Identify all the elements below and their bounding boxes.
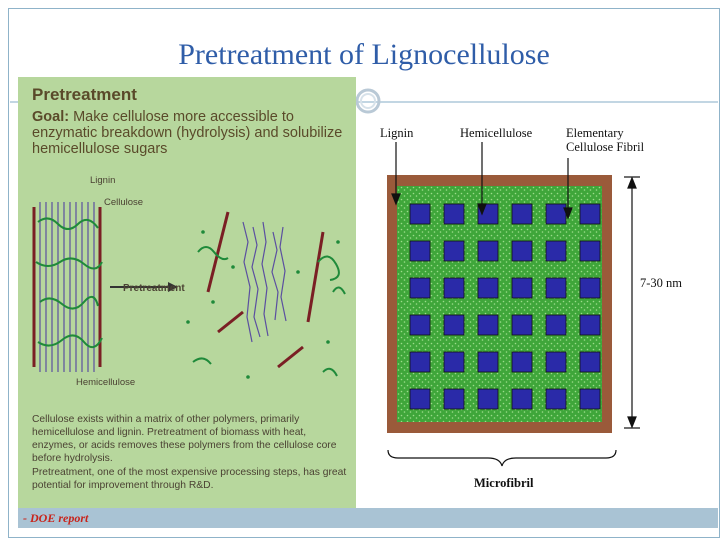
label-elementary-fibril: Elementary Cellulose Fibril [566,126,645,154]
cellulose-fibril [511,388,533,410]
cellulose-fibril [477,388,499,410]
cellulose-fibril [409,240,431,262]
cellulose-fibril-grid [409,203,601,410]
cellulose-fibril [579,277,601,299]
cellulose-fibril [477,277,499,299]
goal-description: Make cellulose more accessible to enzyma… [32,109,343,157]
goal-text: Goal: Make cellulose more accessible to … [32,109,352,157]
pretreatment-panel: Pretreatment Goal: Make cellulose more a… [18,77,356,508]
cellulose-fibril [409,203,431,225]
slide-frame [8,8,720,538]
cellulose-fibril [579,388,601,410]
label-lignin: Lignin [90,175,116,186]
cellulose-fibril [409,277,431,299]
cellulose-fibril [443,388,465,410]
cellulose-fibril [579,314,601,336]
cellulose-fibril [477,351,499,373]
cellulose-fibril [511,277,533,299]
cellulose-fibril [579,203,601,225]
label-lignin-right: Lignin [380,126,414,140]
cellulose-fibril [443,314,465,336]
panel-heading: Pretreatment [32,85,137,104]
microfibril-brace [387,449,617,467]
cellulose-fibril [409,388,431,410]
source-bar: - DOE report [18,508,718,528]
cellulose-fibril [545,277,567,299]
cellulose-fibril [443,351,465,373]
cellulose-fibril [443,277,465,299]
cellulose-fibril [409,314,431,336]
cellulose-fibril [511,203,533,225]
cellulose-fibril [545,240,567,262]
pretreatment-illustration [32,202,346,379]
panel-body-2: Pretreatment, one of the most expensive … [32,467,347,491]
hemicellulose-matrix [397,186,602,422]
source-label: - DOE report [23,511,89,525]
cellulose-fibril [545,203,567,225]
microfibril-diagram: Lignin Hemicellulose Elementary Cellulos… [370,120,700,508]
goal-label: Goal: [32,109,70,125]
cellulose-fibril [545,351,567,373]
label-microfibril: Microfibril [474,476,534,490]
label-pretreatment-arrow: Pretreatment [123,283,185,294]
fibril-cross-section [387,142,640,467]
slide-title: Pretreatment of Lignocellulose [178,38,550,71]
label-hemicellulose: Hemicellulose [76,377,136,388]
cellulose-fibril [409,351,431,373]
cellulose-fibril [511,314,533,336]
decorative-circles [356,88,381,114]
cellulose-fibril [579,240,601,262]
cellulose-fibril [545,314,567,336]
cellulose-fibril [511,240,533,262]
cellulose-fibril [545,388,567,410]
cellulose-fibril [443,203,465,225]
cellulose-fibril [477,314,499,336]
cellulose-fibril [511,351,533,373]
panel-body-1: Cellulose exists within a matrix of othe… [32,414,337,464]
label-size: 7-30 nm [640,276,683,290]
label-cellulose: Cellulose [104,197,144,208]
cellulose-fibril [579,351,601,373]
cellulose-fibril [443,240,465,262]
label-hemicellulose-right: Hemicellulose [460,126,533,140]
title-divider [10,101,718,103]
cellulose-fibril [477,240,499,262]
